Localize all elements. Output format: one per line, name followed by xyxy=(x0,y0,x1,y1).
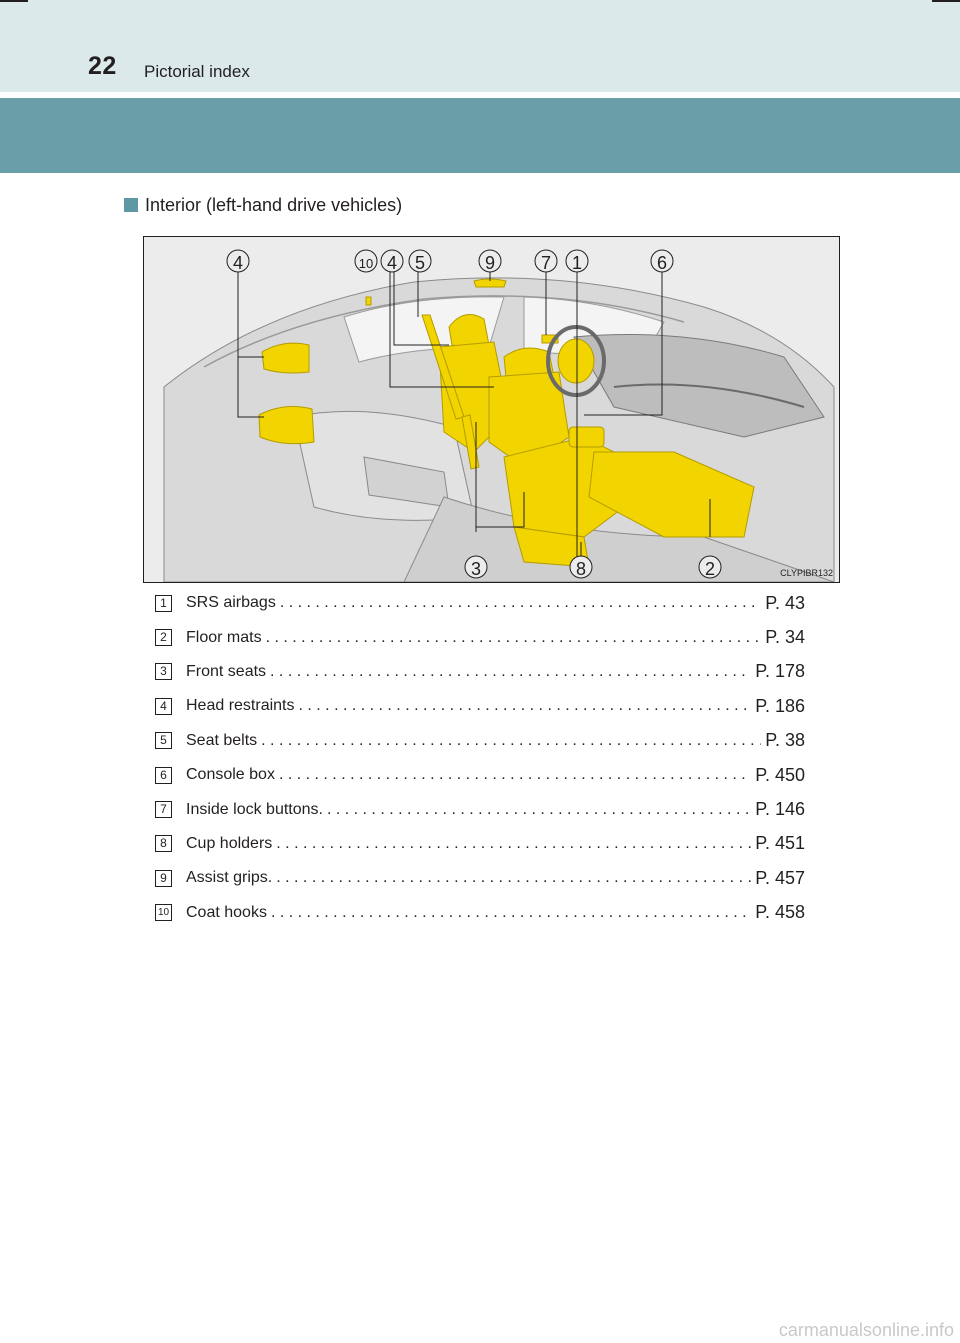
item-label: SRS airbags xyxy=(186,594,276,612)
dot-leader xyxy=(280,594,761,612)
callout-3: 3 xyxy=(471,559,481,579)
callout-10: 10 xyxy=(359,256,373,271)
item-page-link[interactable]: P. 458 xyxy=(755,902,805,923)
item-page-link[interactable]: P. 146 xyxy=(755,799,805,820)
figure-code: CLYPIBR132 xyxy=(780,568,833,578)
list-item[interactable]: 4 Head restraints P. 186 xyxy=(155,689,805,723)
callout-7: 7 xyxy=(541,253,551,273)
item-page-link[interactable]: P. 451 xyxy=(755,833,805,854)
callout-2: 2 xyxy=(705,559,715,579)
list-item[interactable]: 8 Cup holders P. 451 xyxy=(155,827,805,861)
item-page-link[interactable]: P. 178 xyxy=(755,661,805,682)
list-item[interactable]: 2 Floor mats P. 34 xyxy=(155,620,805,654)
header-band xyxy=(0,98,960,173)
item-page-link[interactable]: P. 38 xyxy=(765,730,805,751)
item-number-badge: 8 xyxy=(155,835,172,853)
list-item[interactable]: 3 Front seats P. 178 xyxy=(155,655,805,689)
item-number-badge: 7 xyxy=(155,801,172,819)
list-item[interactable]: 1 SRS airbags P. 43 xyxy=(155,586,805,620)
item-number-badge: 2 xyxy=(155,629,172,647)
item-page-link[interactable]: P. 43 xyxy=(765,592,805,613)
item-label: Coat hooks xyxy=(186,903,267,921)
list-item[interactable]: 6 Console box P. 450 xyxy=(155,758,805,792)
callout-4a: 4 xyxy=(233,253,243,273)
section-heading: Interior (left-hand drive vehicles) xyxy=(124,194,402,216)
item-number-badge: 1 xyxy=(155,594,172,612)
item-label: Floor mats xyxy=(186,628,262,646)
page-number: 22 xyxy=(88,52,117,80)
dot-leader xyxy=(276,869,751,887)
dot-leader xyxy=(271,904,751,922)
dot-leader xyxy=(261,732,761,750)
item-number-badge: 5 xyxy=(155,732,172,750)
callout-1: 1 xyxy=(572,253,582,273)
crop-mark-left xyxy=(0,0,28,2)
item-label: Head restraints xyxy=(186,697,295,715)
callout-6: 6 xyxy=(657,253,667,273)
dot-leader xyxy=(279,766,751,784)
list-item[interactable]: 10 Coat hooks P. 458 xyxy=(155,896,805,930)
dot-leader xyxy=(299,697,752,715)
list-item[interactable]: 7 Inside lock buttons. P. 146 xyxy=(155,792,805,826)
item-label: Assist grips. xyxy=(186,869,273,887)
item-page-link[interactable]: P. 186 xyxy=(755,695,805,716)
dot-leader xyxy=(270,663,751,681)
section-title: Interior (left-hand drive vehicles) xyxy=(145,194,403,215)
callout-8: 8 xyxy=(576,559,586,579)
item-label: Front seats xyxy=(186,662,267,680)
item-number-badge: 3 xyxy=(155,663,172,681)
dot-leader xyxy=(276,835,751,853)
item-label: Console box xyxy=(186,766,275,784)
watermark: carmanualsonline.info xyxy=(778,1320,954,1340)
item-page-link[interactable]: P. 450 xyxy=(755,764,805,785)
dot-leader xyxy=(266,629,762,647)
list-item[interactable]: 9 Assist grips. P. 457 xyxy=(155,861,805,895)
crop-mark-right xyxy=(932,0,960,2)
item-number-badge: 6 xyxy=(155,766,172,784)
callout-4b: 4 xyxy=(387,253,397,273)
interior-illustration: 4 10 4 5 9 7 1 6 3 8 2 CLYPIBR132 xyxy=(143,236,840,583)
section-square-icon xyxy=(124,198,138,212)
item-number-badge: 4 xyxy=(155,697,172,715)
item-list: 1 SRS airbags P. 43 2 Floor mats P. 34 3… xyxy=(155,586,805,930)
dot-leader xyxy=(327,801,751,819)
item-label: Cup holders xyxy=(186,834,273,852)
callout-9: 9 xyxy=(485,253,495,273)
header-top-bar xyxy=(0,0,960,92)
callout-5: 5 xyxy=(415,253,425,273)
item-label: Seat belts xyxy=(186,731,258,749)
item-page-link[interactable]: P. 457 xyxy=(755,867,805,888)
item-label: Inside lock buttons. xyxy=(186,800,323,818)
car-interior-drawing: 4 10 4 5 9 7 1 6 3 8 2 xyxy=(144,237,839,582)
list-item[interactable]: 5 Seat belts P. 38 xyxy=(155,724,805,758)
item-page-link[interactable]: P. 34 xyxy=(765,627,805,648)
item-number-badge: 10 xyxy=(155,904,172,922)
page-title: Pictorial index xyxy=(144,62,250,81)
item-number-badge: 9 xyxy=(155,869,172,887)
